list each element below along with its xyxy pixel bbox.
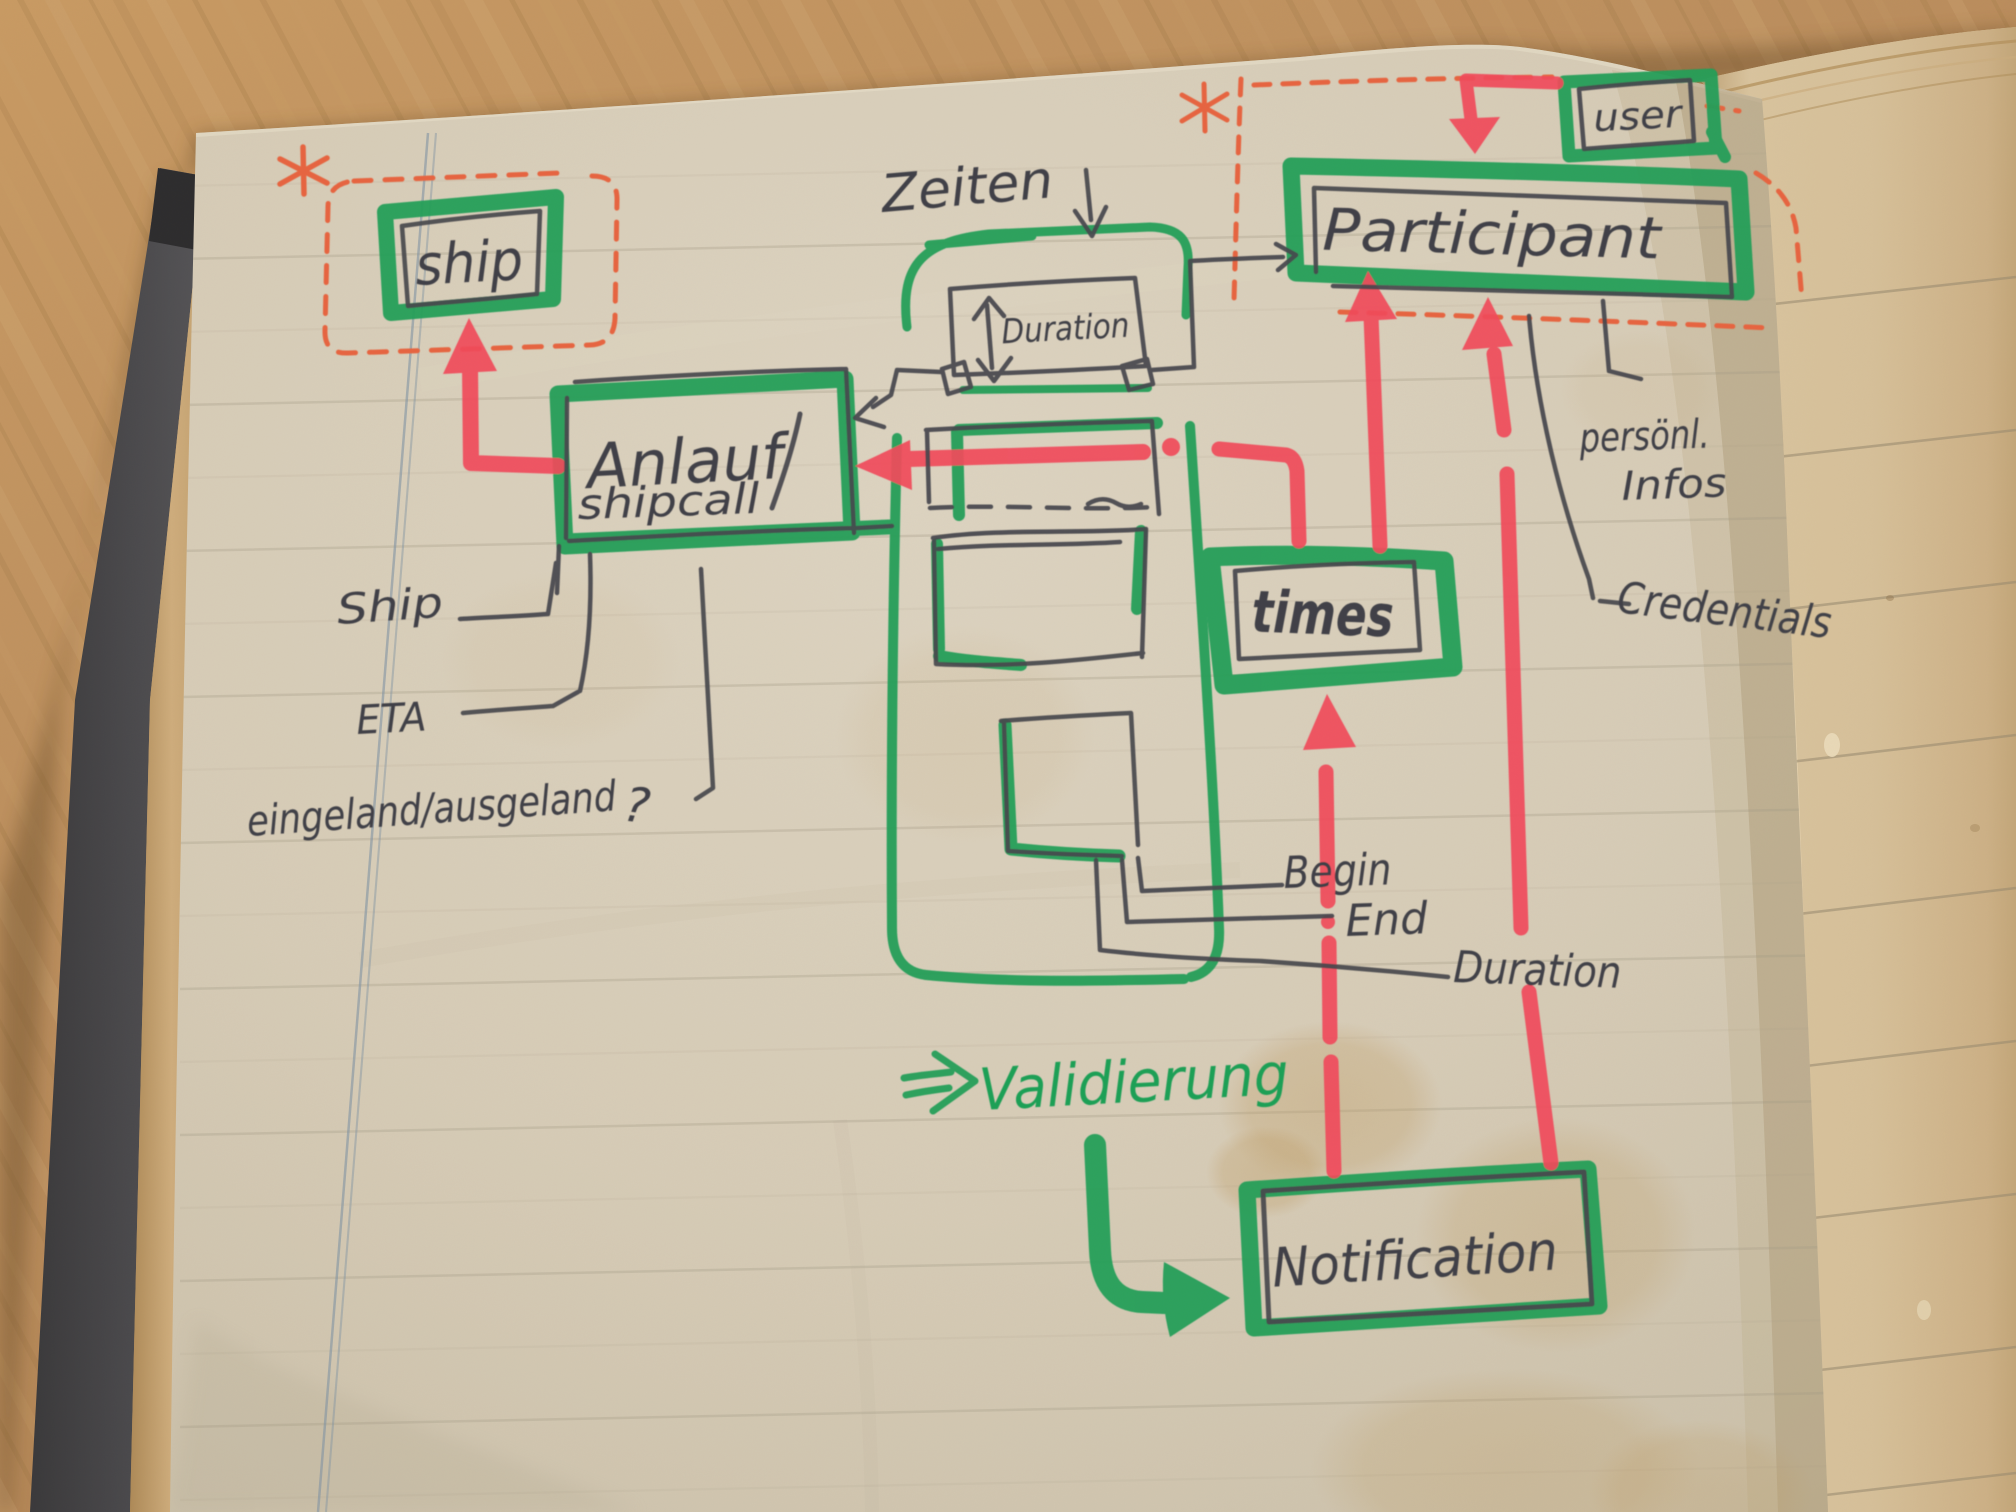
photo-grain-overlay (0, 0, 2016, 1512)
photo-of-notebook-sketch: ship Zeiten Duration user Participant An… (0, 0, 2016, 1512)
notebook-photo-svg: ship Zeiten Duration user Participant An… (0, 0, 2016, 1512)
photo-warm-grade (0, 0, 2016, 1512)
